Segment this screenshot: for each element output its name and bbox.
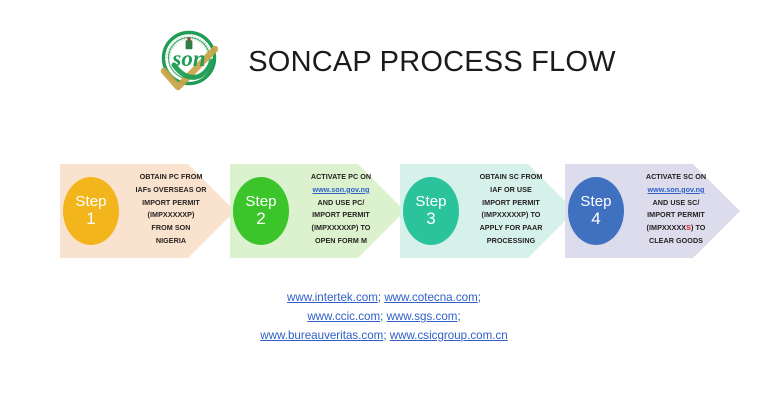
step-3-line-2: IAF OR USE — [490, 184, 532, 194]
step-4-badge-number: 4 — [591, 209, 601, 229]
step-3-badge: Step 3 — [403, 177, 459, 245]
flow-step-2[interactable]: Step 2 ACTIVATE PC ON www.son.gov.ng AND… — [230, 155, 405, 267]
step-4-red-suffix-char: S — [686, 223, 691, 233]
header: son SONCAP PROCESS FLOW — [0, 22, 768, 102]
step-2-badge-word: Step — [245, 193, 277, 211]
step-2-badge-number: 2 — [256, 209, 266, 229]
step-3-body: OBTAIN SC FROM IAF OR USE IMPORT PERMIT … — [456, 171, 566, 248]
step-2-line-2: www.son.gov.ng — [286, 184, 396, 197]
footer-row-3: www.bureauveritas.com; www.csicgroup.com… — [0, 327, 768, 346]
page-title: SONCAP PROCESS FLOW — [248, 45, 616, 78]
step-4-line-3: AND USE SC/ — [652, 197, 700, 207]
son-logo-wordmark: son — [172, 46, 206, 71]
footer-row-2: www.ccic.com; www.sgs.com; — [0, 308, 768, 327]
step-1-line-4: (IMPXXXXXP) — [147, 210, 195, 220]
footer-sep-2b: ; — [457, 309, 461, 323]
link-intertek[interactable]: www.intertek.com — [287, 291, 378, 304]
step-1-badge-word: Step — [75, 193, 107, 211]
step-3-line-3: IMPORT PERMIT — [482, 197, 540, 207]
step-1-line-3: IMPORT PERMIT — [142, 197, 200, 207]
step-1-body: OBTAIN PC FROM IAFs OVERSEAS OR IMPORT P… — [116, 171, 226, 248]
flow-step-1[interactable]: Step 1 OBTAIN PC FROM IAFs OVERSEAS OR I… — [60, 155, 235, 267]
step-4-badge-word: Step — [580, 193, 612, 211]
step-4-badge: Step 4 — [568, 177, 624, 245]
step-2-line-4: IMPORT PERMIT — [312, 210, 370, 220]
step-4-line-6: CLEAR GOODS — [648, 236, 704, 246]
step-2-line-3: AND USE PC/ — [317, 197, 365, 207]
son-logo: son — [152, 25, 226, 99]
step-4-body: ACTIVATE SC ON www.son.gov.ng AND USE SC… — [621, 171, 731, 248]
flow-step-4[interactable]: Step 4 ACTIVATE SC ON www.son.gov.ng AND… — [565, 155, 740, 267]
step-4-line-5: (IMPXXXXXS) TO — [646, 223, 706, 233]
step-4-son-link[interactable]: www.son.gov.ng — [647, 184, 705, 194]
step-3-line-1: OBTAIN SC FROM — [479, 172, 543, 181]
step-2-line-6: OPEN FORM M — [314, 236, 368, 246]
step-3-line-4: (IMPXXXXXP) TO — [481, 210, 541, 220]
link-bureauveritas[interactable]: www.bureauveritas.com — [260, 328, 384, 342]
footer-row-1: www.intertek.com; www.cotecna.com; — [0, 289, 768, 308]
step-1-badge: Step 1 — [63, 177, 119, 245]
step-4-line-4: IMPORT PERMIT — [647, 210, 705, 220]
link-ccic[interactable]: www.ccic.com — [307, 309, 381, 323]
step-4-line-2: www.son.gov.ng — [621, 184, 731, 197]
footer-sep-1b: ; — [477, 291, 481, 304]
link-cotecna[interactable]: www.cotecna.com — [384, 291, 478, 304]
step-1-line-6: NIGERIA — [155, 236, 187, 246]
process-flow: Step 1 OBTAIN PC FROM IAFs OVERSEAS OR I… — [0, 155, 768, 267]
step-2-line-5: (IMPXXXXXP) TO — [311, 223, 371, 233]
step-2-son-link[interactable]: www.son.gov.ng — [312, 184, 370, 194]
step-3-badge-word: Step — [415, 193, 447, 211]
son-logo-graphic: son — [161, 30, 219, 91]
step-2-badge: Step 2 — [233, 177, 289, 245]
inspection-agency-links: www.intertek.com; www.cotecna.com; www.c… — [0, 289, 768, 345]
footer-sep-1a: ; — [377, 291, 385, 304]
step-3-badge-number: 3 — [426, 209, 436, 229]
step-1-line-5: FROM SON — [151, 223, 191, 233]
step-1-line-2: IAFs OVERSEAS OR — [135, 184, 207, 194]
step-1-badge-number: 1 — [86, 209, 96, 229]
footer-sep-2a: ; — [380, 309, 387, 323]
step-3-line-6: PROCESSING — [486, 236, 536, 246]
step-2-line-1: ACTIVATE PC ON — [310, 172, 372, 181]
step-4-line-1: ACTIVATE SC ON — [645, 172, 707, 181]
link-sgs[interactable]: www.sgs.com — [386, 309, 458, 323]
link-csicgroup[interactable]: www.csicgroup.com.cn — [389, 328, 508, 342]
footer-sep-3a: ; — [383, 328, 390, 342]
step-3-line-5: APPLY FOR PAAR — [479, 223, 543, 233]
flow-step-3[interactable]: Step 3 OBTAIN SC FROM IAF OR USE IMPORT … — [400, 155, 575, 267]
step-2-body: ACTIVATE PC ON www.son.gov.ng AND USE PC… — [286, 171, 396, 248]
step-1-line-1: OBTAIN PC FROM — [139, 172, 203, 181]
